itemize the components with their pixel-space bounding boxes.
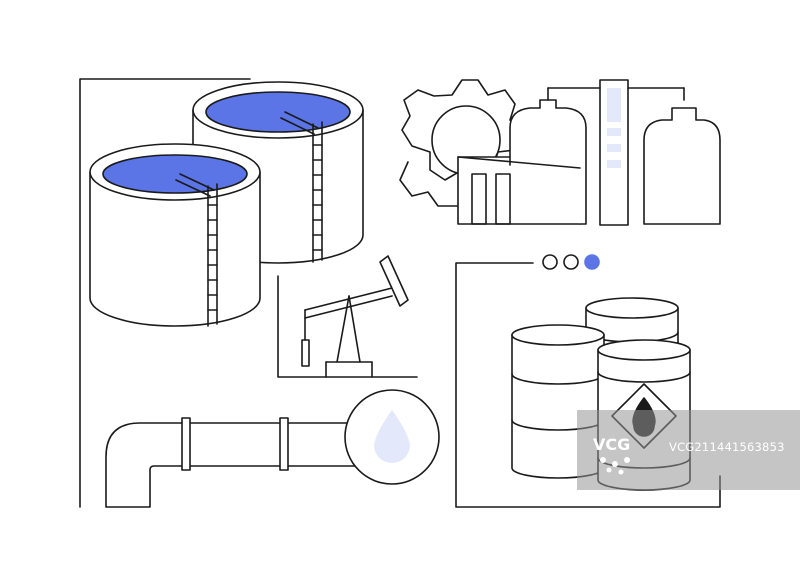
pipeline-icon [105, 417, 361, 508]
indicator-dot-active [584, 254, 600, 270]
pumpjack-icon [301, 255, 409, 378]
indicator-dots [542, 254, 600, 270]
indicator-dot [542, 254, 558, 270]
water-drop-icon [344, 389, 440, 485]
vcg-logo-icon: VCG [593, 435, 630, 475]
frame-lines [79, 78, 721, 508]
indicator-dot [563, 254, 579, 270]
watermark-id: VCG211441563853 [669, 440, 785, 454]
storage-tank-icon [89, 143, 261, 327]
watermark-banner: VCG VCG211441563853 [577, 410, 800, 490]
refinery-icon [457, 79, 721, 226]
svg-text:VCG: VCG [593, 435, 630, 454]
